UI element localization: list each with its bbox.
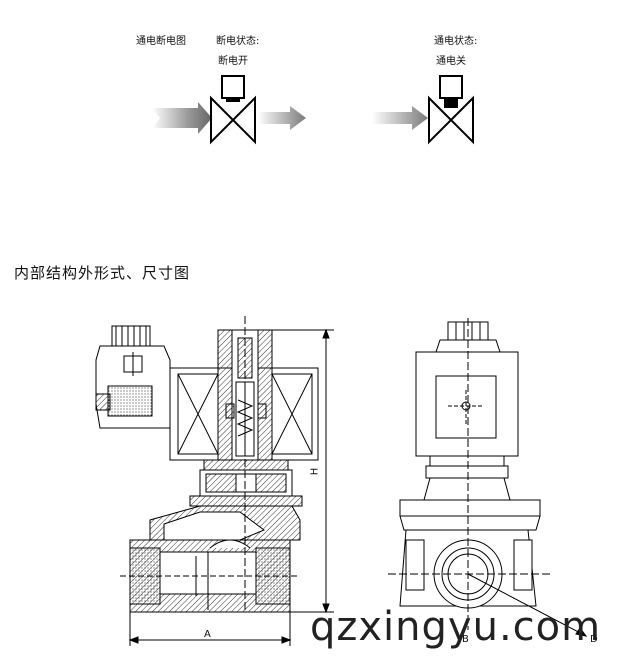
solenoid-box [221,75,245,99]
valve-symbol-open [152,75,306,145]
off-diagram-label: 通电断电图 [136,36,186,47]
valve-symbol-closed [372,75,474,145]
on-state-label: 通电状态: [434,36,478,47]
valve-body-symbol [210,95,235,145]
off-state-label: 断电状态: [216,36,260,47]
flow-arrow-out [258,106,306,130]
solenoid-box-closed [439,75,463,99]
dimension-height-label: H [309,467,321,476]
dimension-width-b-label: B [462,634,469,645]
cross-section-view [95,316,334,646]
section-title: 内部结构外形式、尺寸图 [14,264,191,282]
watermark-text: qzxingyu.com [310,604,602,650]
flow-arrow-in [152,102,212,134]
dimension-diameter-label: D [590,634,598,645]
on-state-value: 通电关 [436,56,466,67]
side-view [388,318,588,637]
flow-arrow-in-closed [372,106,428,130]
off-state-value: 断电开 [218,56,248,67]
dimension-width-a-label: A [204,629,211,640]
